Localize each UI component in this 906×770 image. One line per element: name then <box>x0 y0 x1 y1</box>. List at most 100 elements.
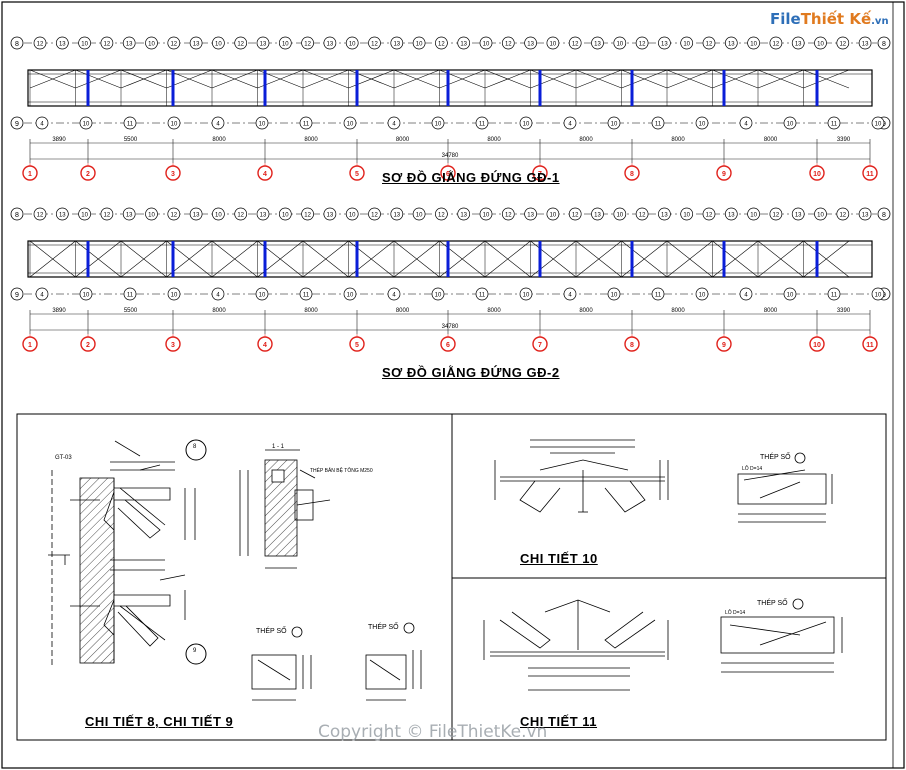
span-dimension: 3390 <box>837 137 851 143</box>
member-number-top: 10 <box>148 213 155 219</box>
member-marker-top <box>635 36 649 50</box>
title-detail-11: CHI TIẾT 11 <box>520 714 598 729</box>
member-marker-top <box>591 36 604 50</box>
member-marker-top <box>100 36 114 50</box>
member-number-bottom: 10 <box>347 293 354 299</box>
axis-label: 3 <box>171 342 175 349</box>
member-marker-bottom <box>783 116 797 130</box>
total-dimension: 34780 <box>442 324 459 330</box>
member-marker-bottom <box>783 287 797 301</box>
brace-diagonal <box>120 240 167 278</box>
member-number-top: 13 <box>728 42 735 48</box>
brace-diagonal <box>621 69 668 89</box>
member-number-top: 12 <box>237 42 244 48</box>
detail-8-9-drawing <box>48 440 196 665</box>
axis-label: 6 <box>446 171 450 178</box>
member-number-top: 12 <box>304 42 311 48</box>
member-number-top: 13 <box>460 213 467 219</box>
member-number-bottom: 4 <box>744 122 748 128</box>
member-marker-bottom <box>211 116 225 130</box>
member-number-bottom: 10 <box>523 122 530 128</box>
level-label-top: 8 <box>15 212 19 219</box>
member-marker-bottom <box>695 116 709 130</box>
member-marker-top <box>278 36 292 50</box>
member-marker-top <box>33 207 47 221</box>
axis-label: 5 <box>355 171 359 178</box>
member-marker-top <box>145 207 158 221</box>
member-number-top: 10 <box>349 42 356 48</box>
axis-bubble-11 <box>862 336 878 352</box>
member-marker-top <box>769 207 783 221</box>
brace-diagonal <box>575 240 622 278</box>
member-number-top: 13 <box>393 213 400 219</box>
member-marker-bottom <box>519 116 533 130</box>
axis-label: 2 <box>86 171 90 178</box>
member-number-top: 13 <box>260 213 267 219</box>
member-number-bottom: 10 <box>347 122 354 128</box>
brace-diagonal <box>29 69 76 89</box>
member-marker-bottom <box>607 116 621 130</box>
member-marker-top <box>680 36 694 50</box>
member-marker-bottom <box>695 287 709 301</box>
member-marker-top <box>568 36 582 50</box>
member-marker-top <box>457 207 471 221</box>
span-dimension: 8000 <box>764 137 778 143</box>
copyright-watermark: Copyright © FileThietKe.vn <box>318 722 548 742</box>
level-label-bottom: 9 <box>15 121 19 128</box>
total-dimension: 34780 <box>442 153 459 159</box>
member-marker-bottom <box>739 116 753 130</box>
brace-diagonal <box>29 240 76 278</box>
member-marker-top <box>613 36 627 50</box>
brace-diagonal <box>302 240 349 278</box>
member-number-bottom: 4 <box>216 293 220 299</box>
member-number-bottom: 4 <box>40 293 44 299</box>
level-label-bottom: 9 <box>15 292 19 299</box>
level-marker-top <box>10 36 24 50</box>
member-marker-bottom <box>519 287 533 301</box>
member-number-top: 10 <box>550 42 557 48</box>
level-marker-top-right <box>877 36 891 50</box>
brace-diagonal <box>803 240 850 278</box>
axis-label: 7 <box>538 171 542 178</box>
hole-label-11: LỖ D=14 <box>725 610 746 616</box>
member-marker-bottom <box>211 287 225 301</box>
level-label-top-right: 8 <box>882 212 886 219</box>
member-marker-top <box>747 36 760 50</box>
member-number-bottom: 10 <box>611 293 618 299</box>
axis-bubble-4 <box>257 336 273 352</box>
member-number-top: 10 <box>215 42 222 48</box>
axis-label: 4 <box>263 171 267 178</box>
member-marker-top <box>814 36 827 50</box>
member-marker-top <box>546 207 560 221</box>
member-marker-top <box>546 36 560 50</box>
level-marker-bottom <box>10 116 24 130</box>
member-number-bottom: 4 <box>392 293 396 299</box>
member-number-top: 10 <box>148 42 155 48</box>
detail-panel-frames <box>16 413 887 741</box>
member-number-bottom: 10 <box>699 122 706 128</box>
member-number-top: 12 <box>371 213 378 219</box>
member-number-bottom: 10 <box>699 293 706 299</box>
steel-plate-11 <box>720 616 843 673</box>
member-number-top: 12 <box>773 42 780 48</box>
member-marker-bottom <box>167 287 181 301</box>
brace-diagonal <box>712 69 759 89</box>
brace-diagonal <box>666 69 713 89</box>
member-number-bottom: 10 <box>171 293 178 299</box>
member-marker-top <box>814 207 827 221</box>
member-number-top: 13 <box>594 213 601 219</box>
member-marker-top <box>189 36 203 50</box>
member-marker-top <box>702 207 716 221</box>
axis-label: 9 <box>722 342 726 349</box>
member-marker-top <box>501 36 515 50</box>
logo-part-file: File <box>770 10 801 28</box>
steel-plate-label-b: THÉP SỐ <box>368 624 399 631</box>
axis-label: 5 <box>355 342 359 349</box>
member-marker-top <box>524 36 537 50</box>
member-number-top: 12 <box>438 42 445 48</box>
member-number-top: 13 <box>728 213 735 219</box>
member-marker-top <box>55 36 69 50</box>
member-number-top: 13 <box>393 42 400 48</box>
member-number-bottom: 10 <box>523 293 530 299</box>
member-number-bottom: 11 <box>831 293 838 299</box>
